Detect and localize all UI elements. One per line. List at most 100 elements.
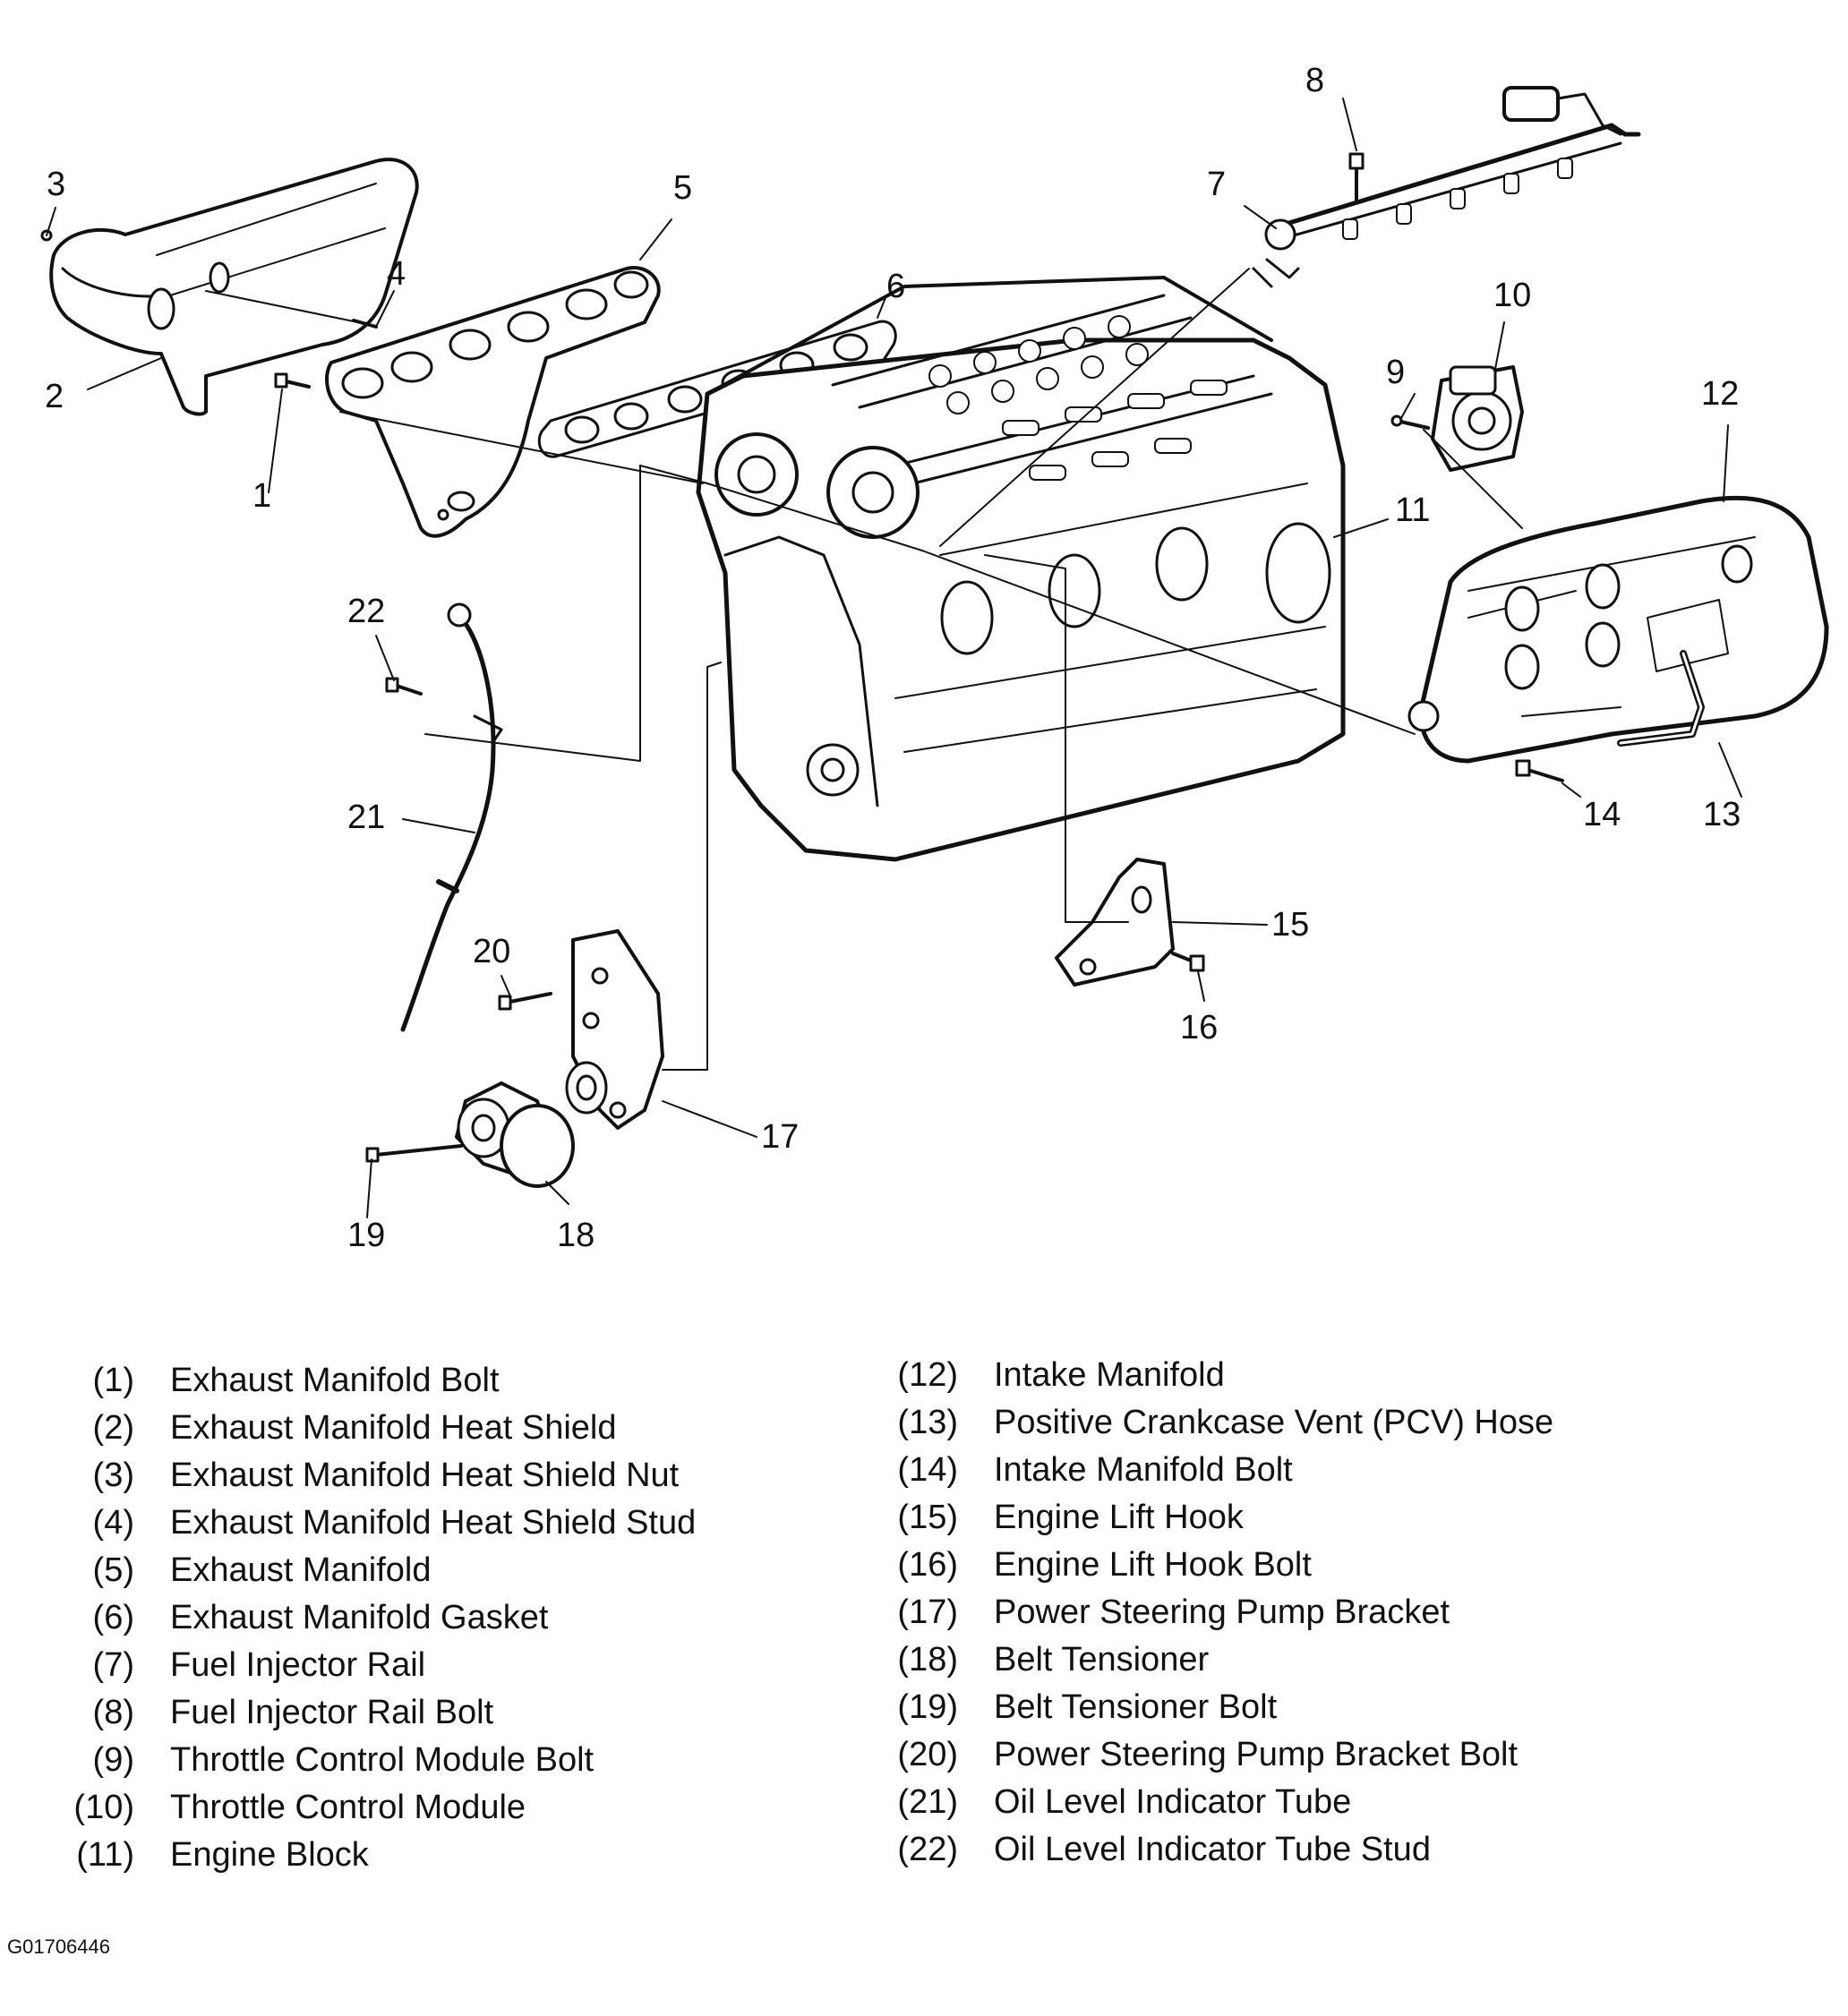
legend-item-label: Oil Level Indicator Tube xyxy=(994,1783,1352,1821)
callout-16: 16 xyxy=(1180,1009,1218,1046)
callout-numbers: 1 2 3 4 5 6 7 8 9 10 11 12 13 14 15 16 1… xyxy=(45,62,1741,1254)
callout-8: 8 xyxy=(1305,62,1324,99)
legend-item: (22) Oil Level Indicator Tube Stud xyxy=(860,1826,1553,1874)
legend-item: (8) Fuel Injector Rail Bolt xyxy=(36,1689,696,1737)
oil-level-indicator-tube xyxy=(400,602,503,1032)
legend-item-label: Fuel Injector Rail xyxy=(170,1646,426,1684)
legend-item-number: (17) xyxy=(897,1593,958,1631)
legend-item-number: (15) xyxy=(897,1499,958,1536)
fuel-injector-rail-bolt xyxy=(1348,152,1365,203)
legend-item-number: (5) xyxy=(92,1551,134,1589)
legend-item-label: Exhaust Manifold Heat Shield Nut xyxy=(170,1456,680,1494)
legend-item-number: (1) xyxy=(92,1362,134,1399)
legend-item-label: Positive Crankcase Vent (PCV) Hose xyxy=(994,1404,1554,1441)
legend-item-number: (4) xyxy=(92,1504,134,1542)
legend-item: (20)Power Steering Pump Bracket Bolt xyxy=(860,1731,1553,1779)
legend-item-number: (16) xyxy=(897,1546,958,1584)
fuel-injector-rail xyxy=(1252,86,1641,288)
callout-15: 15 xyxy=(1271,906,1309,944)
intake-manifold-bolt xyxy=(1515,759,1564,782)
legend-item-number: (18) xyxy=(897,1641,958,1679)
callout-5: 5 xyxy=(673,169,692,207)
figure-id: G01706446 xyxy=(7,1935,110,1958)
exhaust-manifold xyxy=(325,266,661,538)
belt-tensioner-bolt xyxy=(365,1144,463,1163)
legend-item: (17) Power Steering Pump Bracket xyxy=(860,1589,1553,1636)
callout-12: 12 xyxy=(1701,375,1739,413)
callout-20: 20 xyxy=(473,933,510,970)
legend-item-number: (2) xyxy=(92,1409,134,1447)
legend-item: (13) Positive Crankcase Vent (PCV) Hose xyxy=(860,1399,1553,1447)
legend-item: (15) Engine Lift Hook xyxy=(860,1494,1553,1542)
exhaust-manifold-heat-shield xyxy=(49,158,419,416)
legend-item-label: Exhaust Manifold Heat Shield xyxy=(170,1409,617,1447)
legend-item: (18) Belt Tensioner xyxy=(860,1636,1553,1684)
legend-item-number: (22) xyxy=(897,1831,958,1868)
leader-lines xyxy=(46,98,1742,1218)
callout-11: 11 xyxy=(1395,491,1430,529)
legend-item-label: Fuel Injector Rail Bolt xyxy=(170,1694,494,1731)
legend-item-number: (13) xyxy=(897,1404,958,1441)
legend-item: (3) Exhaust Manifold Heat Shield Nut xyxy=(36,1452,696,1499)
legend-item: (16) Engine Lift Hook Bolt xyxy=(860,1542,1553,1589)
callout-6: 6 xyxy=(886,268,905,305)
intake-manifold xyxy=(1407,495,1829,764)
legend-item: (21) Oil Level Indicator Tube xyxy=(860,1779,1553,1826)
legend-item-label: Engine Block xyxy=(170,1836,369,1874)
legend-left-column: (1) Exhaust Manifold Bolt (2) Exhaust Mani… xyxy=(36,1357,696,1879)
legend-item: (14)Intake Manifold Bolt xyxy=(860,1447,1553,1494)
legend-item: (1) Exhaust Manifold Bolt xyxy=(36,1357,696,1405)
legend-item-number: (3) xyxy=(92,1456,134,1494)
legend-item: (9) Throttle Control Module Bolt xyxy=(36,1737,696,1784)
legend-item: (2) Exhaust Manifold Heat Shield xyxy=(36,1405,696,1452)
engine-lift-hook-bolt xyxy=(1171,952,1205,972)
callout-10: 10 xyxy=(1493,277,1531,314)
callout-1: 1 xyxy=(252,477,271,515)
legend-item-number: (11) xyxy=(76,1836,134,1874)
legend-item: (6)Exhaust Manifold Gasket xyxy=(36,1594,696,1642)
legend-item-number: (21) xyxy=(897,1783,958,1821)
throttle-control-module xyxy=(1431,365,1524,472)
legend-item-label: Intake Manifold xyxy=(994,1356,1225,1394)
exhaust-manifold-bolt xyxy=(274,372,311,389)
power-steering-pump-bracket-bolt xyxy=(498,992,552,1011)
legend-item-label: Throttle Control Module Bolt xyxy=(170,1741,595,1779)
callout-18: 18 xyxy=(557,1217,595,1254)
throttle-control-module-bolt xyxy=(1390,414,1430,430)
legend-item-number: (10) xyxy=(73,1789,134,1826)
callout-17: 17 xyxy=(761,1118,799,1156)
legend-item-label: Oil Level Indicator Tube Stud xyxy=(994,1831,1431,1868)
callout-2: 2 xyxy=(45,378,64,415)
legend-item-label: Power Steering Pump Bracket xyxy=(994,1593,1450,1631)
legend-item-label: Belt Tensioner Bolt xyxy=(994,1688,1278,1726)
legend-item-label: Exhaust Manifold xyxy=(170,1551,432,1589)
legend-item-label: Exhaust Manifold Bolt xyxy=(170,1362,500,1399)
callout-19: 19 xyxy=(347,1217,385,1254)
legend-item: (5) Exhaust Manifold xyxy=(36,1547,696,1594)
legend-item-label: Engine Lift Hook Bolt xyxy=(994,1546,1312,1584)
legend-item-label: Engine Lift Hook xyxy=(994,1499,1244,1536)
legend-item: (10) Throttle Control Module xyxy=(36,1784,696,1832)
alignment-lines xyxy=(205,268,1621,1071)
callout-3: 3 xyxy=(47,166,65,203)
oil-level-indicator-tube-stud xyxy=(385,677,423,696)
legend-item-number: (7) xyxy=(92,1646,134,1684)
legend-item-label: Exhaust Manifold Gasket xyxy=(170,1599,549,1636)
callout-14: 14 xyxy=(1583,796,1621,833)
legend-item-number: (8) xyxy=(92,1694,134,1731)
legend-item: (4)Exhaust Manifold Heat Shield Stud xyxy=(36,1499,697,1547)
legend-item: (7) Fuel Injector Rail xyxy=(36,1642,696,1689)
legend-item-label: Throttle Control Module xyxy=(170,1789,526,1826)
legend-item-number: (19) xyxy=(897,1688,958,1726)
legend-item-number: (20) xyxy=(897,1736,958,1773)
legend-item-number: (9) xyxy=(92,1741,134,1779)
power-steering-pump-bracket xyxy=(565,929,664,1130)
legend-item-label: Belt Tensioner xyxy=(994,1641,1210,1679)
legend-item-number: (14) xyxy=(897,1451,958,1489)
legend-item-number: (12) xyxy=(897,1356,958,1394)
legend-item: (11) Engine Block xyxy=(36,1832,696,1879)
pcv-hose xyxy=(1617,650,1705,747)
callout-4: 4 xyxy=(387,255,406,293)
callout-22: 22 xyxy=(347,593,385,630)
legend-item: (12) Intake Manifold xyxy=(860,1352,1553,1399)
